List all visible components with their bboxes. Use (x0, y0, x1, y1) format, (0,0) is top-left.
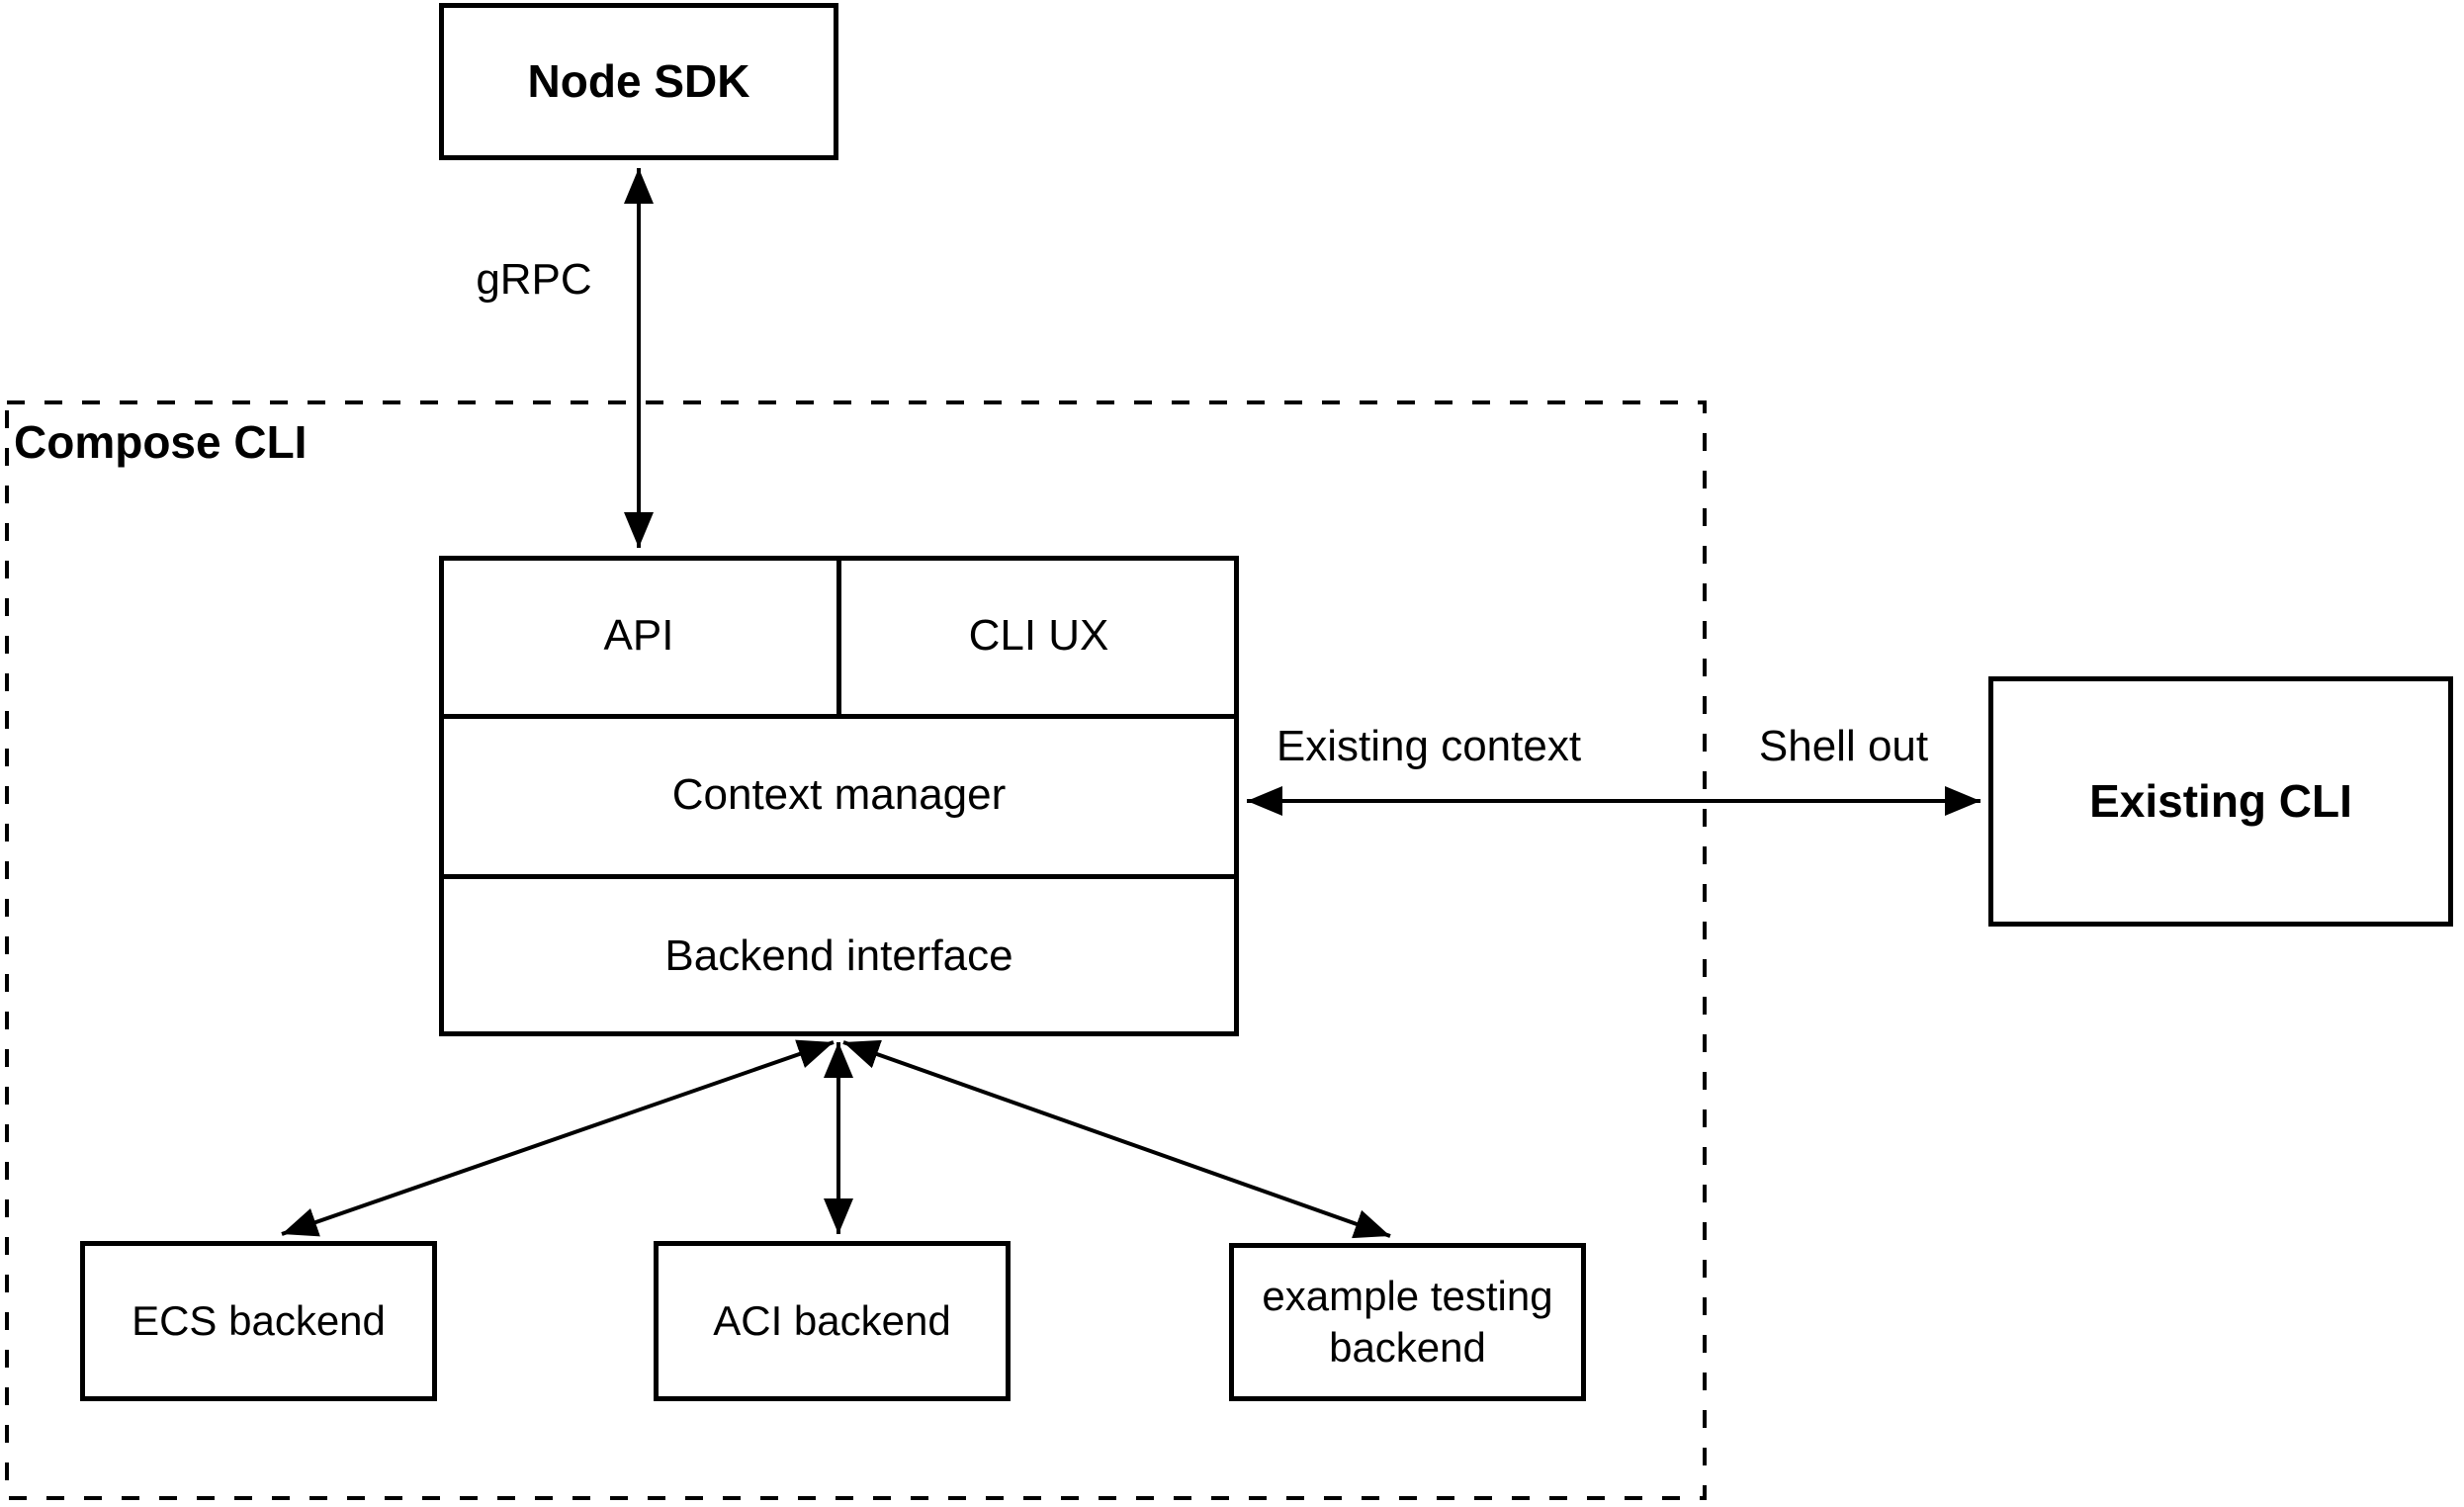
stack-row-divider-2 (439, 874, 1239, 879)
grpc-edge-label: gRPC (476, 255, 592, 304)
example-backend-connector (842, 1039, 1391, 1239)
existing-cli-box: Existing CLI (1988, 676, 2453, 927)
compose-cli-container-label: Compose CLI (14, 416, 308, 468)
existing-context-edge-label: Existing context (1276, 722, 1582, 770)
example-testing-backend-box: example testing backend (1229, 1243, 1586, 1401)
context-manager-cell: Context manager (439, 716, 1239, 874)
api-cliux-divider (836, 556, 841, 719)
api-cell: API (439, 556, 838, 716)
node-sdk-box: Node SDK (439, 3, 838, 160)
backend-interface-cell: Backend interface (439, 876, 1239, 1036)
node-sdk-label: Node SDK (527, 54, 750, 107)
ecs-backend-label: ECS backend (132, 1296, 386, 1344)
api-label: API (603, 611, 674, 660)
example-testing-backend-label: example testing backend (1262, 1272, 1553, 1372)
aci-backend-label: ACI backend (713, 1296, 951, 1344)
ecs-backend-connector (281, 1039, 835, 1237)
ecs-backend-box: ECS backend (80, 1241, 437, 1401)
backend-interface-label: Backend interface (664, 931, 1013, 980)
context-manager-label: Context manager (671, 770, 1007, 819)
cli-ux-label: CLI UX (968, 611, 1109, 660)
existing-cli-label: Existing CLI (2089, 774, 2352, 827)
cli-ux-cell: CLI UX (838, 556, 1239, 716)
aci-backend-box: ACI backend (654, 1241, 1011, 1401)
shell-out-edge-label: Shell out (1758, 722, 1929, 770)
